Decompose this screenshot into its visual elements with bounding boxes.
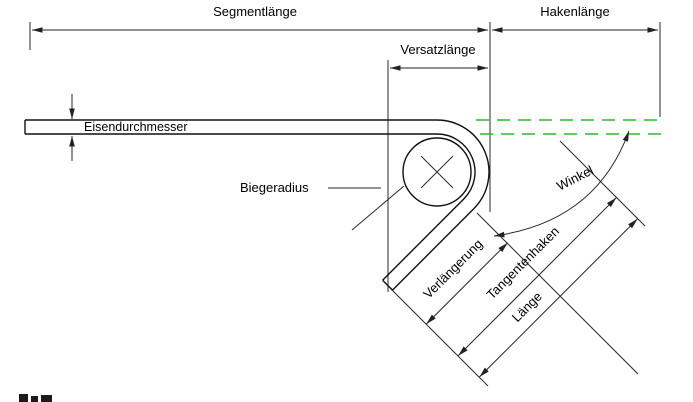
- bend-radius-circle: [402, 137, 472, 207]
- dimension-length: Länge: [479, 218, 638, 378]
- bend-radius-label: Biegeradius: [240, 180, 309, 195]
- dimension-segment-length: Segmentlänge: [32, 4, 488, 33]
- dimension-angle: Winkel: [493, 130, 630, 238]
- length-label: Länge: [509, 289, 545, 325]
- rebar-outer-edge: [25, 119, 490, 291]
- dimension-tangent-hook: Tangentenhaken: [457, 197, 617, 357]
- offset-length-label: Versatzlänge: [400, 42, 475, 57]
- tangent-hook-label: Tangentenhaken: [484, 224, 563, 303]
- dimension-hook-length: Hakenlänge: [492, 4, 658, 33]
- bend-radius-callout: Biegeradius: [240, 180, 405, 231]
- extension-label: Verlängerung: [420, 236, 485, 301]
- rebar-profile: [24, 119, 490, 291]
- center-cross-line-2: [420, 155, 454, 189]
- bend-radius-leader-diagonal: [351, 185, 405, 231]
- length-dimline: [479, 218, 638, 378]
- angle-label: Winkel: [554, 162, 596, 193]
- cropped-caption-fragment: [19, 394, 52, 402]
- bend-circle: [402, 137, 472, 207]
- tangent-hook-dimline: [457, 197, 617, 357]
- rebar-hook-end-cap: [382, 279, 393, 291]
- segment-length-label: Segmentlänge: [213, 4, 297, 19]
- projection-dashed-lines: [476, 119, 663, 135]
- bar-diameter-label: Eisendurchmesser: [84, 120, 188, 134]
- extension-lines: [29, 22, 661, 387]
- rebar-inner-edge: [25, 133, 476, 281]
- extension-line-hook-end: [390, 288, 489, 387]
- dimension-bar-diameter: Eisendurchmesser: [69, 94, 188, 161]
- dimension-offset-length: Versatzlänge: [390, 42, 488, 71]
- hook-length-label: Hakenlänge: [540, 4, 609, 19]
